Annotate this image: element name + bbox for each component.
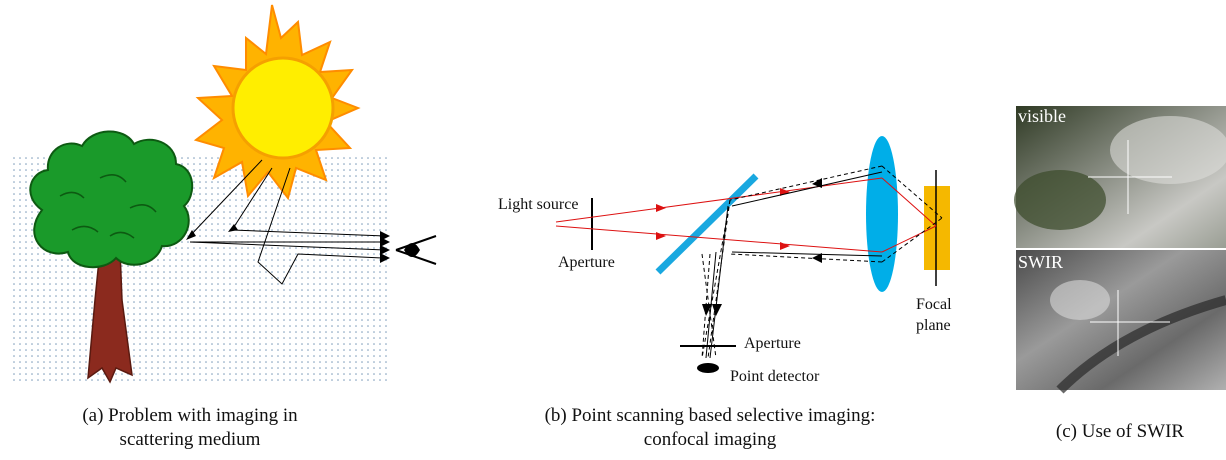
label-point-detector: Point detector <box>730 368 820 385</box>
caption-c: (c) Use of SWIR <box>1055 421 1185 442</box>
label-aperture-top: Aperture <box>558 254 615 271</box>
black-arrowheads <box>702 178 822 316</box>
caption-a: (a) Problem with imaging in scattering m… <box>40 404 340 452</box>
label-swir: SWIR <box>1018 252 1063 272</box>
beam-splitter <box>655 173 759 275</box>
ray-arrowheads <box>186 224 390 263</box>
caption-b-line1: (b) Point scanning based selective imagi… <box>544 405 876 426</box>
panel-scattering-problem: (a) Problem with imaging in scattering m… <box>0 0 440 460</box>
confocal-diagram <box>555 136 950 373</box>
label-visible: visible <box>1018 106 1066 126</box>
illumination-rays <box>555 177 937 253</box>
tree-icon <box>29 130 194 384</box>
label-focal-line2: plane <box>916 317 951 334</box>
scatter-rays <box>187 159 387 285</box>
scattering-diagram <box>10 4 437 385</box>
point-detector-icon <box>697 363 719 373</box>
caption-a-line2: scattering medium <box>119 429 261 450</box>
swir-photos <box>1014 106 1226 394</box>
sun-icon <box>193 4 361 201</box>
label-aperture-bottom: Aperture <box>744 335 801 352</box>
visible-image <box>1014 106 1226 248</box>
lens <box>866 136 898 292</box>
caption-b: (b) Point scanning based selective imagi… <box>500 404 920 452</box>
panel-confocal: Light source Aperture Aperture Point det… <box>440 0 1000 460</box>
caption-a-line1: (a) Problem with imaging in <box>82 405 298 426</box>
label-light-source: Light source <box>498 196 579 213</box>
caption-b-line2: confocal imaging <box>643 429 777 450</box>
eye-icon <box>395 235 437 265</box>
label-focal-line1: Focal <box>916 296 952 313</box>
return-rays-solid <box>705 171 883 359</box>
red-arrowheads <box>656 188 790 250</box>
panel-swir: visible SWIR (c) Use of SWIR <box>1000 0 1226 460</box>
swir-image <box>1016 250 1226 394</box>
